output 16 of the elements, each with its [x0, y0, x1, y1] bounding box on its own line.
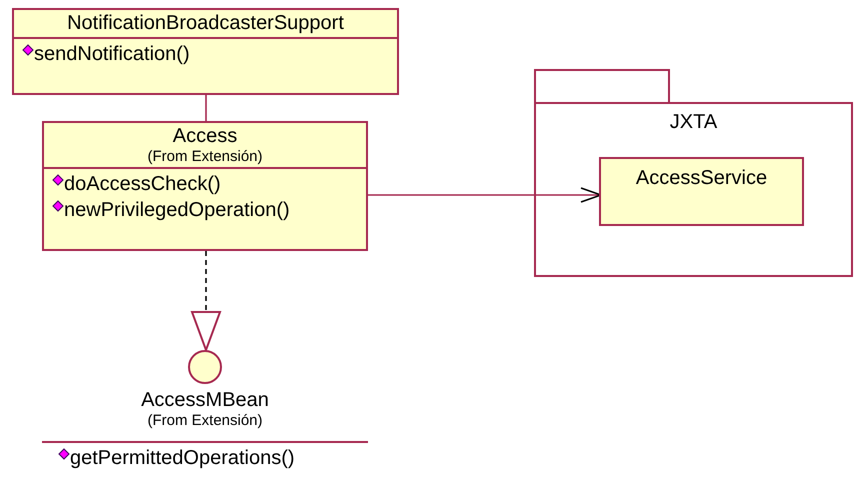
class-name: NotificationBroadcasterSupport — [66, 12, 345, 35]
association-line — [205, 95, 207, 121]
realization-arrow — [191, 251, 221, 351]
class-box — [12, 8, 399, 95]
package-note: (From Extensión) — [146, 412, 264, 429]
class-box — [599, 157, 804, 226]
method-name: doAccessCheck() — [64, 172, 221, 197]
method-name: newPrivilegedOperation() — [64, 198, 290, 223]
class-name: AccessService — [634, 167, 768, 190]
package-name: JXTA — [668, 111, 718, 134]
method-name: getPermittedOperations() — [70, 446, 295, 471]
package-note: (From Extensión) — [146, 148, 264, 165]
class-name: Access — [172, 125, 238, 148]
method-name: sendNotification() — [34, 42, 190, 67]
class-name: AccessMBean — [140, 389, 270, 412]
class-box — [42, 121, 368, 251]
